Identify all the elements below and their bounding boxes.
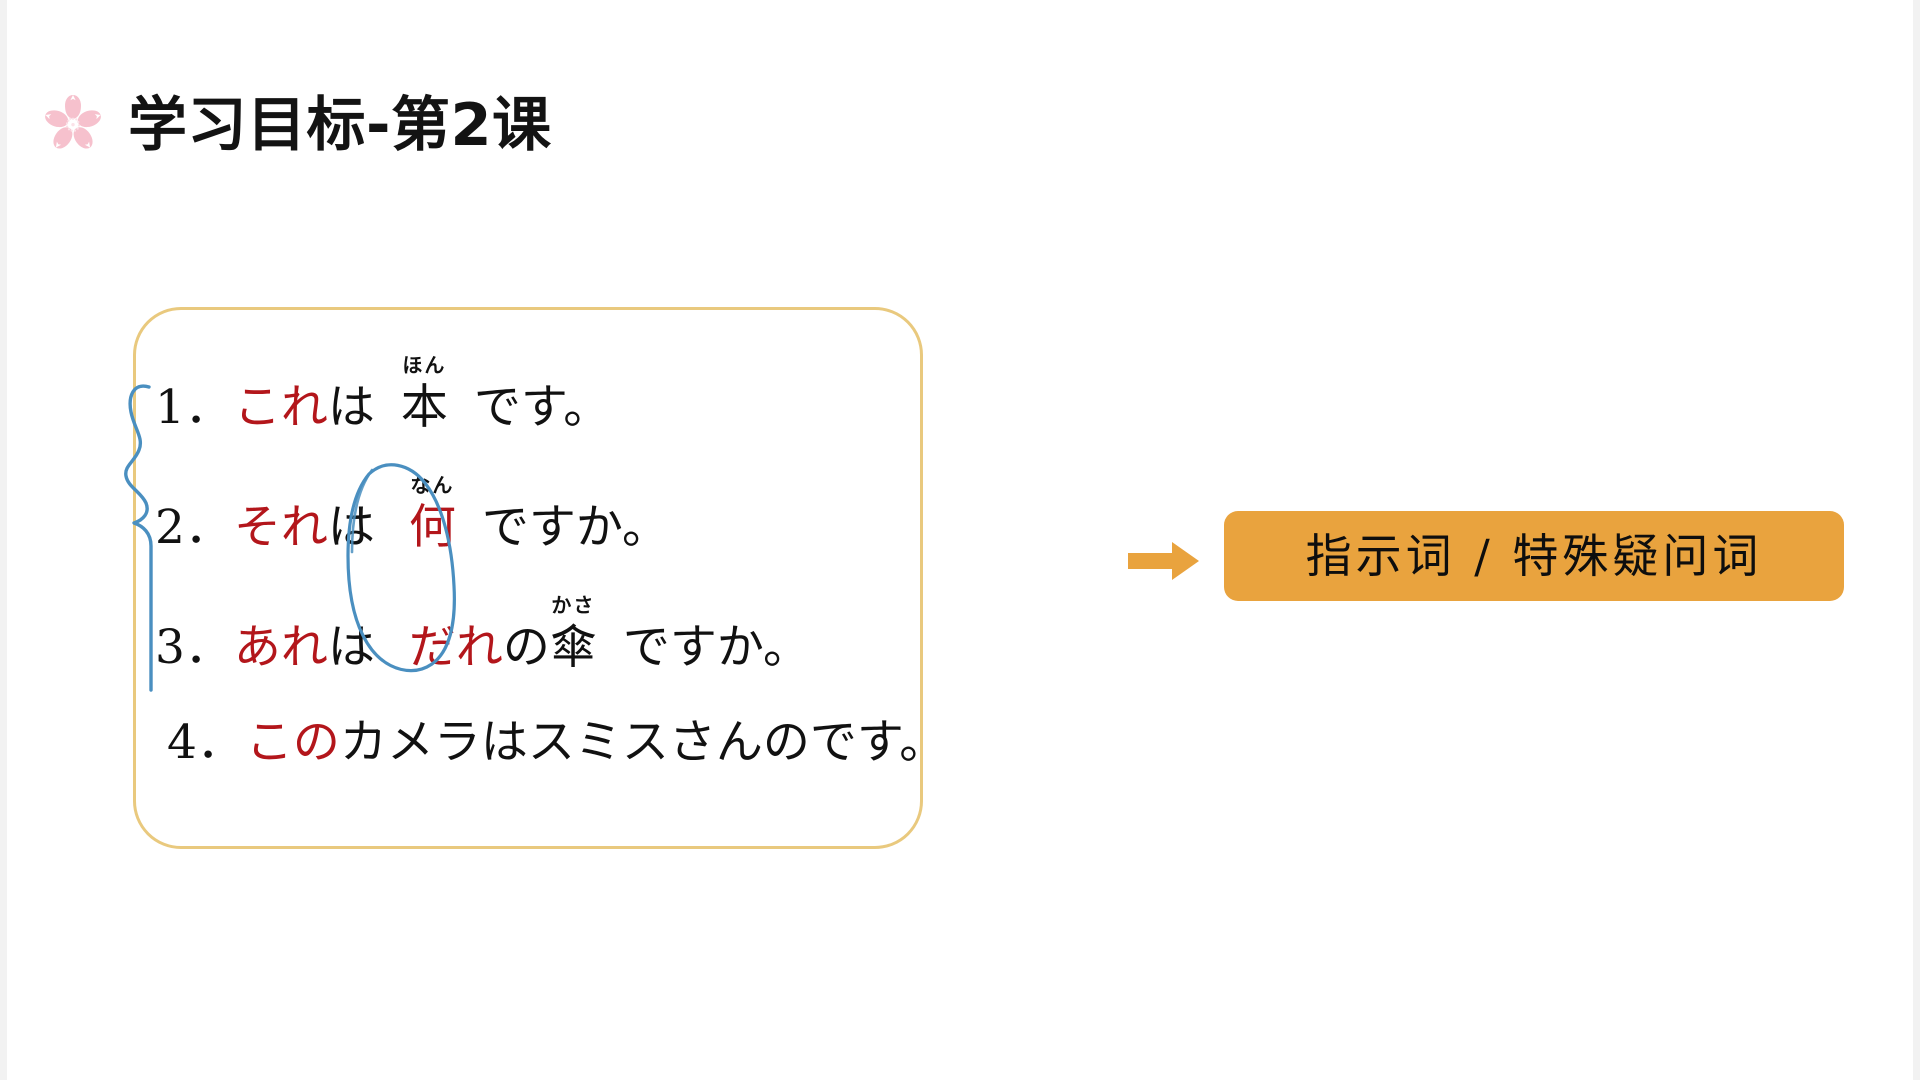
sakura-flower-icon (45, 94, 101, 149)
ruby-group-kasa: かさ 傘 (550, 595, 597, 671)
furigana-hon: ほん (402, 353, 447, 377)
kanji-hon: 本 (400, 380, 448, 435)
page-title: 学习目标-第2课 (128, 89, 552, 159)
sentence-segment-particle: は (327, 380, 375, 435)
list-item: 3． あれ は だれ の かさ 傘 ですか。 (155, 595, 915, 671)
left-edge-band (0, 0, 7, 1080)
sentence-list: 1． これ は ほん 本 です。 2． それ は なん 何 ですか。 (155, 355, 946, 770)
sentence-segment-copula: です。 (473, 380, 611, 435)
list-item: 4． この カメラは スミスさんのです。 (155, 715, 946, 770)
category-label-chip: 指示词 / 特殊疑问词 (1224, 511, 1844, 601)
slide-title-row: 学习目标-第2课 (40, 78, 552, 170)
sentence-segment-particle: は (327, 500, 375, 555)
ruby-group-hon: ほん 本 (401, 355, 448, 431)
sentence-segment-copula: ですか。 (622, 620, 810, 675)
sentence-segment-demonstrative: あれ (233, 620, 328, 675)
sentence-segment-demonstrative: これ (233, 380, 328, 435)
kanji-kasa: 傘 (549, 620, 597, 675)
category-label-text: 指示词 / 特殊疑问词 (1305, 529, 1763, 583)
sakura-center-dots (65, 117, 81, 132)
sentence-card (133, 307, 923, 849)
list-item: 2． それ は なん 何 ですか。 (155, 475, 915, 551)
right-arrow-icon (1128, 542, 1199, 580)
sentence-number: 1． (155, 380, 232, 435)
sentence-number: 4． (167, 715, 244, 770)
sentence-segment-interrogative: だれ (408, 620, 503, 675)
sentence-segment-noun: カメラは (339, 715, 528, 770)
furigana-kasa: かさ (551, 593, 596, 617)
sentence-segment-no: の (502, 620, 550, 675)
right-edge-band (1913, 0, 1920, 1080)
sentence-segment-copula: ですか。 (481, 500, 669, 555)
sentence-segment-demonstrative: この (245, 715, 340, 770)
ruby-group-nan: なん 何 (409, 475, 456, 551)
sentence-number: 3． (155, 620, 232, 675)
list-item: 1． これ は ほん 本 です。 (155, 355, 915, 431)
sentence-segment-predicate: スミスさんのです。 (527, 715, 947, 770)
sentence-segment-particle: は (327, 620, 375, 675)
kanji-nani: 何 (408, 500, 456, 555)
furigana-nan: なん (410, 473, 455, 497)
sentence-number: 2． (155, 500, 232, 555)
sentence-segment-demonstrative: それ (233, 500, 328, 555)
